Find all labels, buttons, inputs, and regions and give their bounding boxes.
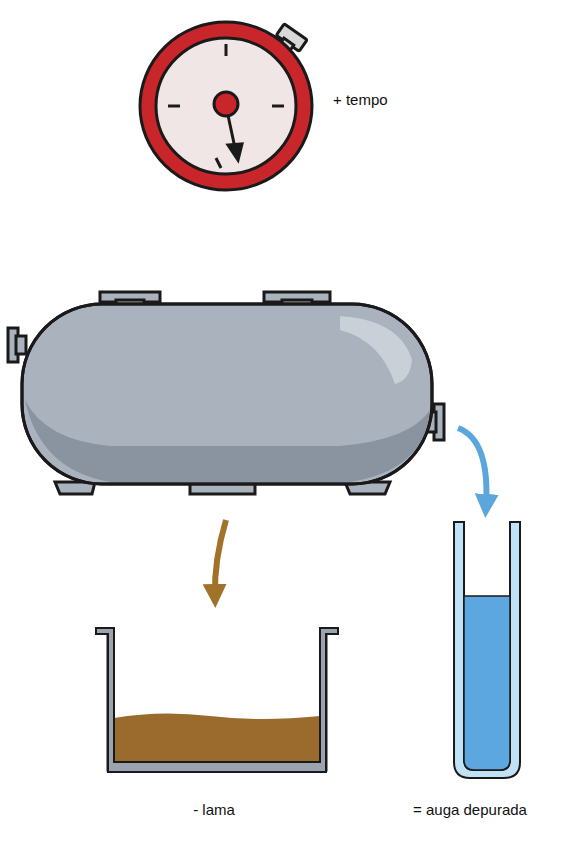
water-glass bbox=[454, 522, 520, 778]
sludge-label: - lama bbox=[193, 801, 235, 819]
sludge-container bbox=[96, 628, 338, 772]
tank bbox=[8, 292, 444, 494]
water-arrow bbox=[458, 428, 486, 506]
time-label: + tempo bbox=[333, 91, 388, 109]
water-label: = auga depurada bbox=[413, 801, 527, 819]
stopwatch bbox=[140, 22, 312, 190]
sludge-arrow bbox=[215, 520, 226, 596]
